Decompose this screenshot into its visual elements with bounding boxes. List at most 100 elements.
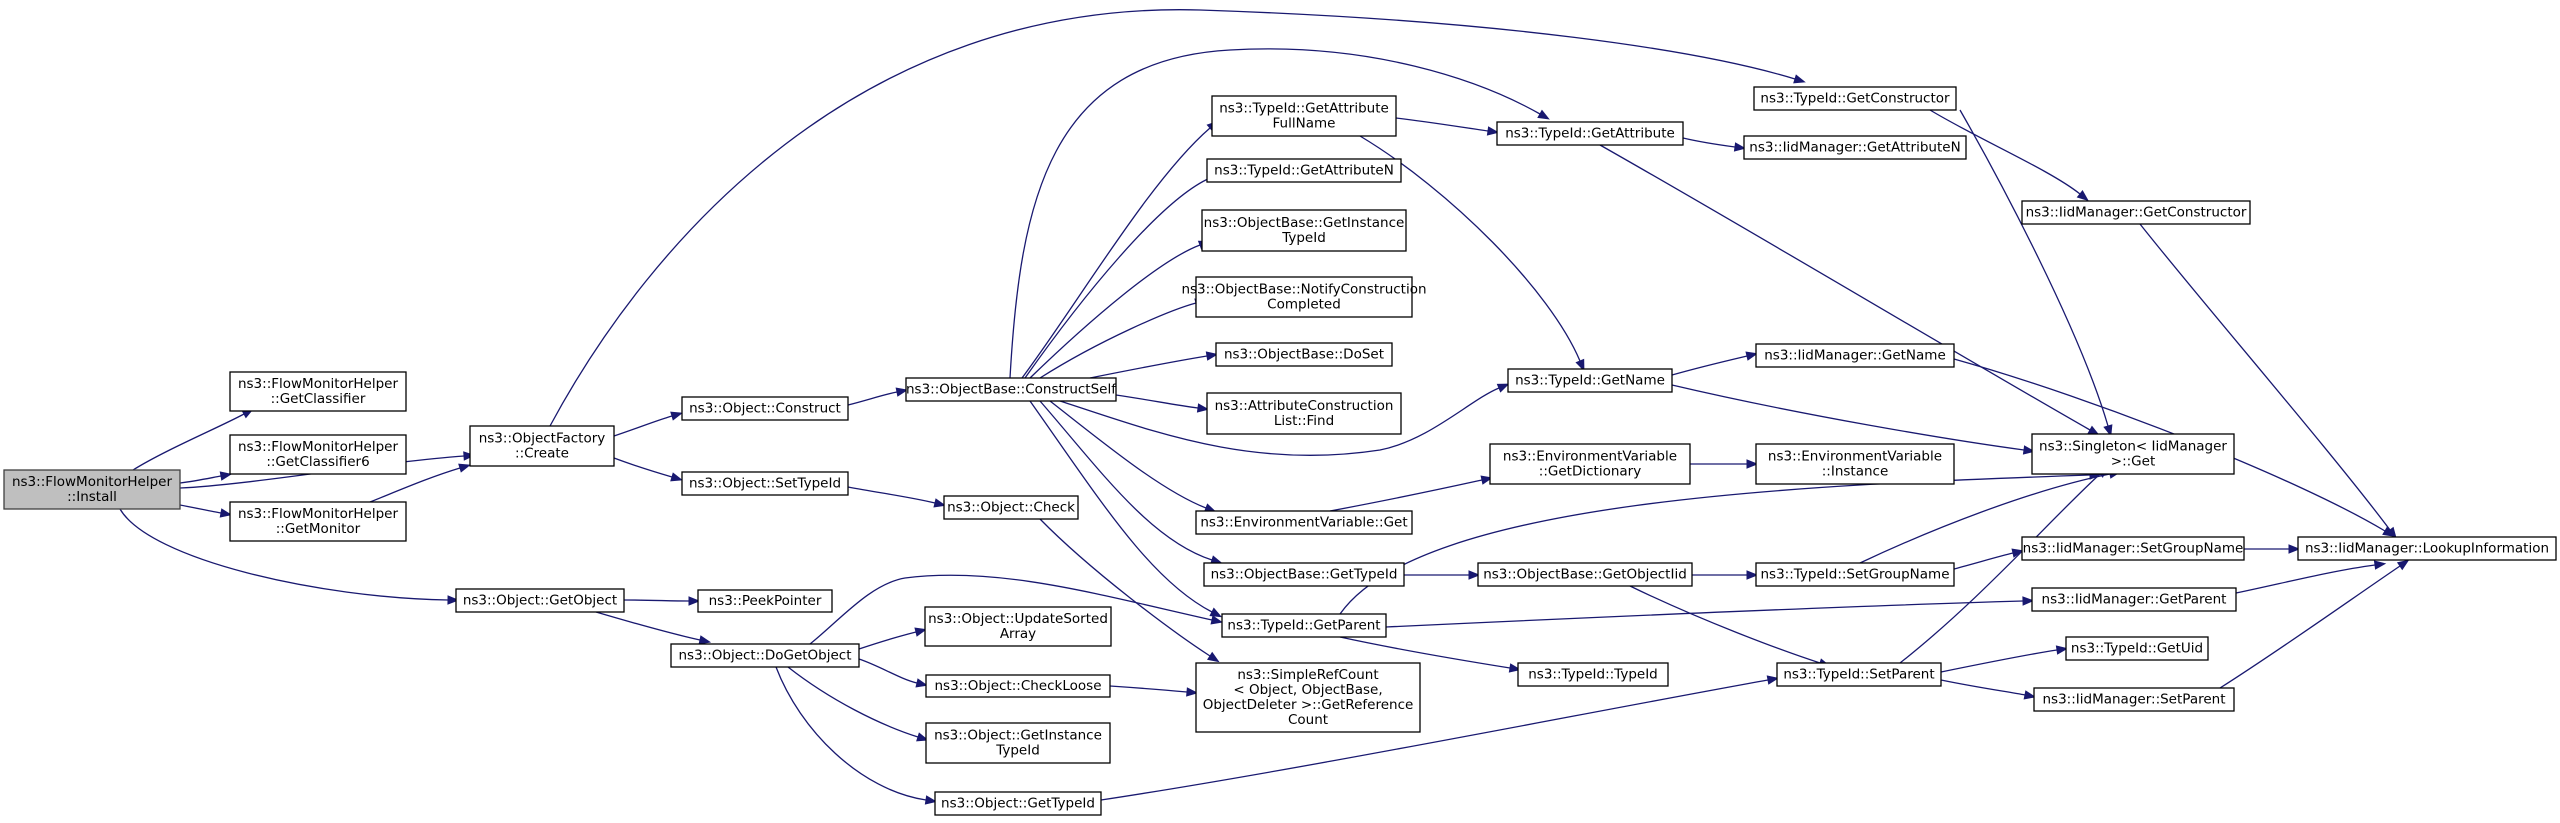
edge-line [775, 666, 927, 801]
node-label: ns3::FlowMonitorHelper [12, 474, 172, 490]
edge-line [1959, 109, 2109, 427]
edge-line [787, 666, 919, 738]
node-iidgetparent[interactable]: ns3::IidManager::GetParent [2031, 587, 2237, 612]
node-box [2065, 636, 2209, 661]
node-getname[interactable]: ns3::TypeId::GetName [1507, 368, 1673, 393]
edge-line [1940, 679, 2026, 696]
edge-getparent-to-tidtypeid [1339, 636, 1522, 673]
node-box [934, 791, 1102, 816]
node-box [455, 588, 625, 613]
arrowhead-icon [2288, 544, 2301, 554]
node-iidgetconstructor[interactable]: ns3::IidManager::GetConstructor [2021, 200, 2251, 225]
edge-setgroupname-to-iidsetgroupname [1953, 548, 2025, 570]
node-objgettypeid[interactable]: ns3::Object::GetTypeId [934, 791, 1102, 816]
arrowhead-icon [2022, 596, 2035, 606]
node-construct[interactable]: ns3::Object::Construct [681, 396, 849, 421]
edge-line [1940, 649, 2058, 673]
edge-envgetdictionary-to-envinstance [1689, 459, 1759, 469]
node-settypeid[interactable]: ns3::Object::SetTypeId [681, 471, 849, 496]
node-getmonitor[interactable]: ns3::FlowMonitorHelper::GetMonitor [229, 501, 407, 542]
arrowhead-icon [2373, 560, 2387, 570]
node-iidgetname[interactable]: ns3::IidManager::GetName [1755, 343, 1955, 368]
node-box [229, 434, 407, 475]
edge-iidsetgroupname-to-lookupinfo [2244, 544, 2301, 554]
arrowhead-icon [1468, 570, 1481, 580]
edge-line [1039, 302, 1197, 379]
edge-line [1929, 109, 2081, 195]
node-getparent[interactable]: ns3::TypeId::GetParent [1221, 613, 1387, 638]
node-setgroupname[interactable]: ns3::TypeId::SetGroupName [1755, 562, 1955, 587]
node-getobjectiid[interactable]: ns3::ObjectBase::GetObjectIid [1477, 562, 1693, 587]
node-getattribute[interactable]: ns3::TypeId::GetAttribute [1496, 121, 1684, 146]
node-factorycreate[interactable]: ns3::ObjectFactory::Create [469, 425, 615, 467]
edge-getname-to-singletonget [1671, 384, 2036, 455]
node-install[interactable]: ns3::FlowMonitorHelper::Install [3, 469, 181, 510]
node-iidsetgroupname[interactable]: ns3::IidManager::SetGroupName [2021, 536, 2245, 561]
edge-envget-to-envgetdictionary [1329, 475, 1494, 512]
edge-getobject-to-dogetobject [595, 611, 712, 645]
node-label: ::GetMonitor [276, 521, 361, 537]
node-envget[interactable]: ns3::EnvironmentVariable::Get [1195, 510, 1413, 535]
node-box [1195, 276, 1413, 318]
arrowhead-icon [698, 635, 712, 645]
node-dogetobject[interactable]: ns3::Object::DoGetObject [670, 643, 860, 668]
node-box [1489, 443, 1691, 485]
edge-dogetobject-to-updatesorted [858, 627, 928, 650]
arrowhead-icon [2055, 645, 2069, 655]
arrowhead-icon [1196, 403, 1210, 413]
node-checkloose[interactable]: ns3::Object::CheckLoose [925, 674, 1111, 698]
arrowhead-icon [895, 387, 909, 397]
arrowhead-icon [1746, 459, 1759, 469]
edge-line [1049, 400, 1207, 509]
node-iidsetparent[interactable]: ns3::IidManager::SetParent [2033, 687, 2235, 712]
node-obgettypeid[interactable]: ns3::ObjectBase::GetTypeId [1203, 562, 1405, 587]
node-getobject[interactable]: ns3::Object::GetObject [455, 588, 625, 613]
node-check[interactable]: ns3::Object::Check [943, 495, 1079, 520]
edge-getobjectiid-to-setparent [1629, 585, 1831, 668]
node-iidgetattributen[interactable]: ns3::IidManager::GetAttributeN [1743, 135, 1967, 160]
node-getconstructor[interactable]: ns3::TypeId::GetConstructor [1753, 86, 1957, 111]
arrowhead-icon [915, 678, 929, 688]
node-simplerefcount[interactable]: ns3::SimpleRefCount< Object, ObjectBase,… [1195, 662, 1421, 733]
node-box [1206, 158, 1402, 183]
edge-line [179, 475, 222, 484]
node-doset[interactable]: ns3::ObjectBase::DoSet [1215, 342, 1393, 367]
node-label: ns3::ObjectBase::NotifyConstruction [1181, 282, 1426, 298]
node-box [1195, 510, 1413, 535]
node-peekpointer[interactable]: ns3::PeekPointer [697, 589, 833, 613]
node-label: List::Find [1274, 413, 1334, 429]
node-box [1477, 562, 1693, 587]
node-getclassifier6[interactable]: ns3::FlowMonitorHelper::GetClassifier6 [229, 434, 407, 475]
node-notifyconstruction[interactable]: ns3::ObjectBase::NotifyConstructionCompl… [1181, 276, 1427, 318]
node-box [1206, 392, 1402, 435]
arrowhead-icon [1496, 383, 1510, 393]
node-label: ns3::FlowMonitorHelper [238, 376, 398, 392]
edge-obgettypeid-to-getobjectiid [1404, 570, 1481, 580]
node-getattributen[interactable]: ns3::TypeId::GetAttributeN [1206, 158, 1402, 183]
node-tidtypeid[interactable]: ns3::TypeId::TypeId [1517, 662, 1669, 687]
edge-line [369, 467, 461, 503]
node-lookupinfo[interactable]: ns3::IidManager::LookupInformation [2297, 536, 2557, 561]
edge-constructself-to-envget [1049, 400, 1217, 513]
arrowhead-icon [2396, 559, 2410, 571]
edge-line [1671, 355, 1748, 376]
call-graph-nodes: ns3::FlowMonitorHelper::Installns3::Flow… [3, 86, 2557, 816]
node-box [2031, 587, 2237, 612]
edge-constructself-to-getname [1059, 383, 1510, 456]
node-label: ns3::FlowMonitorHelper [238, 439, 398, 455]
edge-line [623, 599, 690, 602]
node-envgetdictionary[interactable]: ns3::EnvironmentVariable::GetDictionary [1489, 443, 1691, 485]
node-singletonget[interactable]: ns3::Singleton< IidManager >::Get [2031, 433, 2235, 475]
node-setparent[interactable]: ns3::TypeId::SetParent [1776, 662, 1942, 687]
node-getuid[interactable]: ns3::TypeId::GetUid [2065, 636, 2209, 661]
node-label: ObjectDeleter >::GetReference [1203, 697, 1414, 713]
node-constructself[interactable]: ns3::ObjectBase::ConstructSelf [905, 377, 1117, 402]
node-getclassifier[interactable]: ns3::FlowMonitorHelper::GetClassifier [229, 371, 407, 412]
node-label: ns3::ObjectBase::GetTypeId [1211, 567, 1398, 583]
node-envinstance[interactable]: ns3::EnvironmentVariable::Instance [1755, 443, 1955, 485]
